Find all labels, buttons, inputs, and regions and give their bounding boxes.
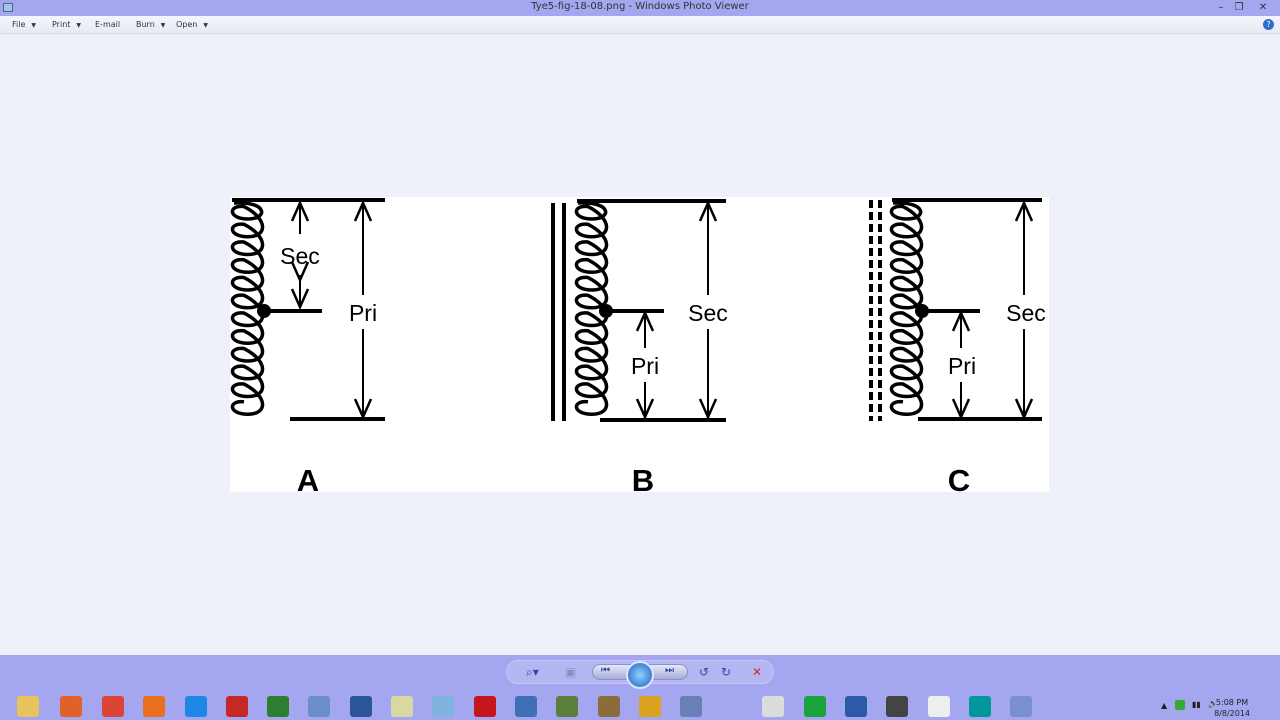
photo-viewer-taskbar-icon[interactable] — [1010, 696, 1032, 717]
chrome-taskbar-icon[interactable] — [102, 696, 124, 717]
app-taskbar-icon[interactable] — [886, 696, 908, 717]
viewer-controls: ⌕▾ ▣ ⏮ ⏭ ↺ ↻ ✕ — [0, 655, 1280, 693]
menu-label: Open — [176, 20, 198, 29]
acrobat-taskbar-icon[interactable] — [474, 696, 496, 717]
panel-c-letter: C — [948, 463, 970, 492]
minimize-button[interactable]: – — [1218, 2, 1224, 13]
menu-open[interactable]: Open ▼ — [176, 20, 208, 29]
panel-c-coil — [889, 201, 924, 416]
rotate-cw-button[interactable]: ↻ — [721, 665, 732, 679]
label-background — [619, 348, 671, 382]
clock-time: 5:08 PM — [1215, 698, 1249, 707]
tray-expand-icon[interactable]: ▲ — [1161, 701, 1168, 710]
filezilla-taskbar-icon[interactable] — [226, 696, 248, 717]
menu-burn[interactable]: Burn ▼ — [136, 20, 165, 29]
rtty-taskbar-icon[interactable] — [928, 696, 950, 717]
menu-label: E-mail — [95, 20, 121, 29]
internet-explorer-taskbar-icon[interactable] — [185, 696, 207, 717]
zoom-button[interactable]: ⌕▾ — [526, 665, 539, 679]
panel-b-pri-label: Pri — [631, 353, 659, 379]
panel-a-letter: A — [297, 463, 319, 492]
transformer-diagram-image: Sec Pri Sec Pri Sec Pri A B C — [230, 197, 1052, 498]
network-icon[interactable]: ▮▮ — [1192, 700, 1201, 709]
close-button[interactable]: ✕ — [1258, 2, 1268, 13]
app-taskbar-icon[interactable] — [680, 696, 702, 717]
label-background — [936, 348, 988, 382]
word-taskbar-icon[interactable] — [350, 696, 372, 717]
app-taskbar-icon[interactable] — [432, 696, 454, 717]
clock[interactable]: 5:08 PM 8/8/2014 — [1214, 697, 1250, 719]
security-icon[interactable] — [1175, 700, 1185, 710]
panel-a-sec-arrow-up-head-bottom — [290, 261, 310, 284]
panel-b-sec-label: Sec — [688, 300, 728, 326]
delete-button[interactable]: ✕ — [752, 665, 763, 679]
panel-a-coil — [230, 201, 265, 416]
dropdown-arrow-icon: ▼ — [31, 22, 37, 29]
app-taskbar-icon[interactable] — [804, 696, 826, 717]
panel-a-sec-label: Sec — [280, 243, 320, 269]
dropdown-arrow-icon: ▼ — [203, 22, 208, 29]
menu-print[interactable]: Print ▼ — [52, 20, 81, 29]
label-background — [1000, 295, 1052, 329]
menu-file[interactable]: File ▼ — [12, 20, 36, 29]
app-taskbar-icon[interactable] — [556, 696, 578, 717]
dropdown-arrow-icon: ▼ — [76, 22, 82, 29]
panel-c-pri-label: Pri — [948, 353, 976, 379]
office-taskbar-icon[interactable] — [60, 696, 82, 717]
menu-bar: File ▼ Print ▼ E-mail Burn ▼ Open ▼ ? — [0, 16, 1280, 34]
file-explorer-taskbar-icon[interactable] — [17, 696, 39, 717]
app-taskbar-icon[interactable] — [598, 696, 620, 717]
slideshow-button[interactable] — [626, 661, 654, 689]
taskbar: ▲ ▮▮ 🔈 5:08 PM 8/8/2014 — [0, 693, 1280, 720]
app-taskbar-icon[interactable] — [639, 696, 661, 717]
help-icon[interactable]: ? — [1263, 19, 1274, 30]
menu-email[interactable]: E-mail — [95, 20, 120, 29]
rotate-ccw-button[interactable]: ↺ — [699, 665, 710, 679]
menu-label: Burn — [136, 20, 155, 29]
next-button[interactable]: ⏭ — [665, 665, 674, 676]
label-background — [682, 295, 734, 329]
arduino-taskbar-icon[interactable] — [969, 696, 991, 717]
restore-button[interactable]: ❐ — [1234, 2, 1244, 13]
panel-a-pri-label: Pri — [349, 300, 377, 326]
window-title: Tye5-fig-18-08.png - Windows Photo Viewe… — [531, 1, 749, 12]
panel-b-coil — [574, 201, 609, 416]
pcb-app-taskbar-icon[interactable] — [267, 696, 289, 717]
menu-label: File — [12, 20, 26, 29]
app-taskbar-icon[interactable] — [845, 696, 867, 717]
actual-size-button[interactable]: ▣ — [565, 665, 577, 679]
photo-viewer-icon — [3, 3, 13, 12]
transformer-figure: Sec Pri Sec Pri Sec Pri A B C — [230, 198, 1052, 498]
dropdown-arrow-icon: ▼ — [160, 22, 166, 29]
previous-button[interactable]: ⏮ — [601, 665, 610, 676]
tool-app-taskbar-icon[interactable] — [308, 696, 330, 717]
panel-c-sec-label: Sec — [1006, 300, 1046, 326]
notepad-taskbar-icon[interactable] — [391, 696, 413, 717]
firefox-taskbar-icon[interactable] — [143, 696, 165, 717]
panel-b-letter: B — [632, 463, 654, 492]
title-bar: Tye5-fig-18-08.png - Windows Photo Viewe… — [0, 0, 1280, 16]
app-taskbar-icon[interactable] — [515, 696, 537, 717]
clock-date: 8/8/2014 — [1214, 709, 1250, 718]
calculator-taskbar-icon[interactable] — [762, 696, 784, 717]
label-background — [337, 295, 389, 329]
volume-icon[interactable]: 🔈 — [1208, 699, 1218, 708]
menu-label: Print — [52, 20, 71, 29]
